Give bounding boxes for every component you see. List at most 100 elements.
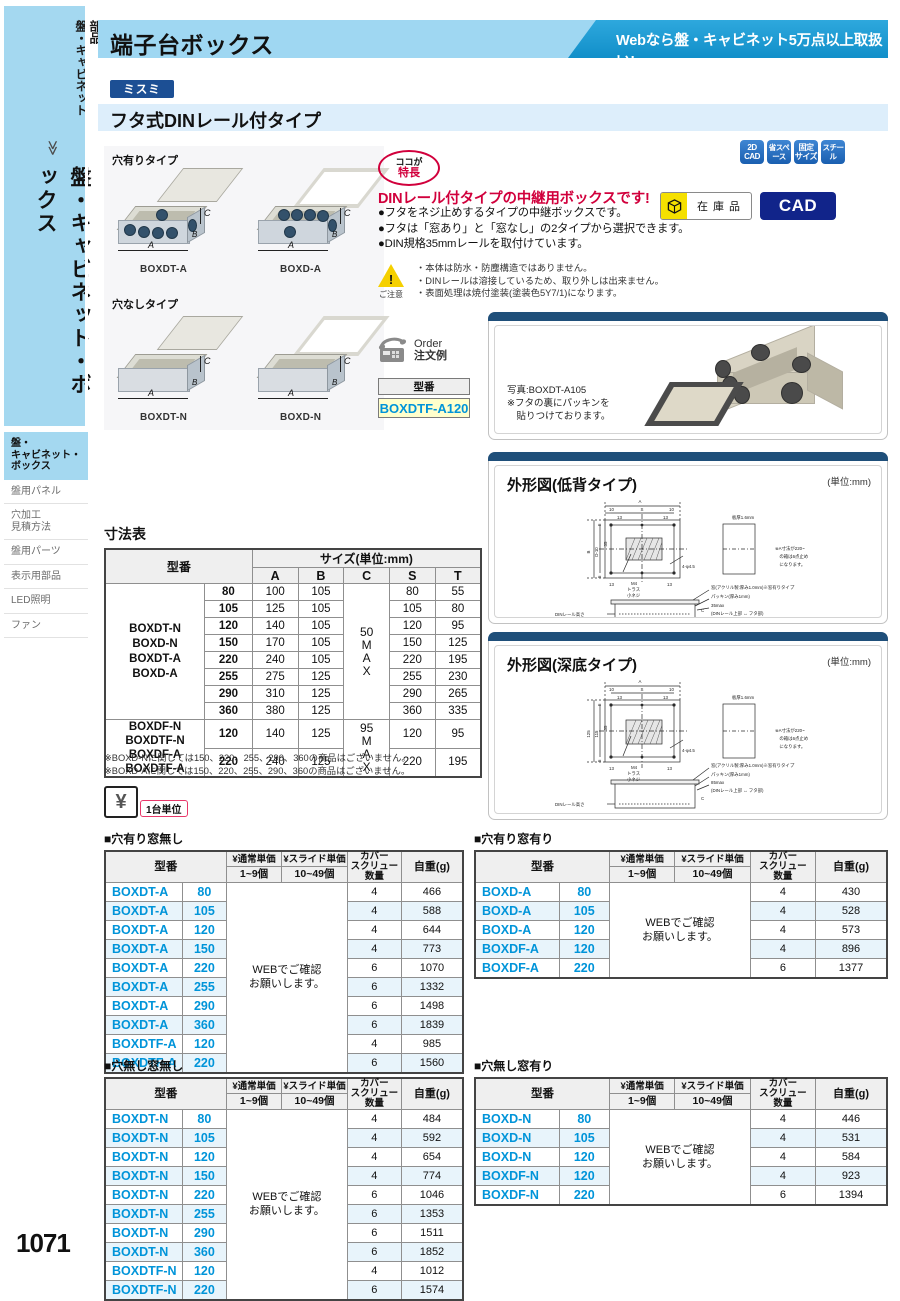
price-model: BOXDF-N [474,1166,560,1186]
dim-a-label-4: A [288,388,295,398]
svg-text:10: 10 [609,507,614,512]
svg-text:10: 10 [669,687,674,692]
yen-icon: ¥ [104,786,138,818]
dim-size: 120 [204,617,253,635]
order-label-jp: 注文例 [414,350,447,362]
svg-text:になります。: になります。 [775,743,805,750]
svg-text:M4: M4 [631,581,638,586]
dim-head-size: サイズ(単位:mm) [251,548,482,568]
price-size: 255 [181,977,227,997]
price-model: BOXDT-N [104,1147,183,1167]
cube-icon-svg [667,198,681,214]
price-size: 220 [558,1185,611,1205]
price-screw: 4 [346,901,402,921]
drawing-1-title: 外形図(低背タイプ) [507,477,637,494]
sidebar-item-5[interactable]: LED照明 [4,589,88,614]
sidebar-item-4[interactable]: 表示用部品 [4,565,88,589]
dim-b: 105 [297,600,345,618]
dim-t: 95 [434,617,482,635]
price-model: BOXDF-A [474,939,560,959]
price-model: BOXDT-A [104,958,183,978]
price-weight: 774 [400,1166,464,1186]
price-weight: 923 [815,1166,888,1186]
price-screw: 6 [346,977,402,997]
svg-text:窓(アクリル製:厚み1.0mm)※窓有りタイプ: 窓(アクリル製:厚み1.0mm)※窓有りタイプ [711,584,795,591]
ph-model: 型番 [104,850,227,883]
price-size: 220 [181,1280,227,1300]
dim-size: 290 [204,685,253,703]
ph-normal-sub: 1~9個 [609,1093,676,1110]
dim-a-label: A [148,240,155,250]
photo-caption-line1: 写真:BOXDT-A105 [507,385,587,396]
svg-text:トラス: トラス [627,587,640,593]
sidebar-item-1[interactable]: 盤用パネル [4,480,88,504]
dim-a: 125 [251,600,299,618]
price-weight: 1839 [400,1015,464,1035]
price-size: 120 [181,1034,227,1054]
dim-s: 120 [388,719,436,749]
svg-text:A: A [639,679,642,684]
svg-text:になります。: になります。 [775,561,805,568]
dim-b: 105 [297,617,345,635]
sidebar-item-6[interactable]: ファン [4,614,88,638]
caution-list: ・本体は防水・防塵構造ではありません。・DINレールは溶接しているため、取り外し… [416,262,716,300]
caution-label: ご注意 [379,290,403,299]
svg-text:DINレール高さ: DINレール高さ [555,611,585,618]
dim-note-0: ※BOXD-Nに関しては150、220、255、290、360の商品はございませ… [104,753,411,763]
svg-text:※A寸法が220~: ※A寸法が220~ [775,545,805,552]
dim-b: 125 [297,747,345,778]
dim-t: 195 [434,651,482,669]
svg-text:85max: 85max [711,780,725,785]
price-model: BOXDTF-A [104,1034,183,1054]
dim-s: 220 [388,747,436,778]
dim-b: 105 [297,634,345,652]
sidebar-item-0[interactable]: 盤・ キャビネット・ ボックス [4,432,88,480]
price-model: BOXDF-A [474,958,560,978]
svg-text:M4: M4 [631,765,638,770]
dim-b: 125 [297,702,345,720]
caution-item-2: ・表面処理は焼付塗装(塗装色5Y7/1)になります。 [416,288,623,298]
price-size: 150 [181,939,227,959]
order-label-en: Order [414,338,443,350]
dim-s: 220 [388,651,436,669]
feature-bullets: ●フタをネジ止めするタイプの中継ボックスです。●フタは「窓あり」と「窓なし」の2… [378,206,698,253]
price-size: 105 [181,901,227,921]
sidebar-item-2[interactable]: 穴加工 見積方法 [4,504,88,540]
sidebar-item-3[interactable]: 盤用パーツ [4,540,88,565]
price-weight: 1560 [400,1053,464,1073]
price-weight: 1511 [400,1223,464,1243]
ph-screw: カバースクリュー数量 [749,850,817,883]
dim-b: 125 [297,685,345,703]
ph-slide: ¥スライド単価 [674,1077,751,1095]
ph-slide-sub: 10~49個 [281,1093,348,1110]
drawing-panel-low-profile: 外形図(低背タイプ) (単位:mm) [488,452,888,624]
dim-size: 220 [204,651,253,669]
ph-model: 型番 [104,1077,227,1110]
price-model: BOXDT-A [104,996,183,1016]
price-table-2-title: 穴無し窓無し [111,1059,184,1073]
price-weight: 466 [400,882,464,902]
price-screw: 4 [749,882,817,902]
price-model: BOXDF-N [474,1185,560,1205]
svg-text:13: 13 [663,515,668,520]
price-model: BOXDT-N [104,1128,183,1148]
dim-s: 105 [388,600,436,618]
svg-text:板厚1.6mm: 板厚1.6mm [732,694,755,701]
price-screw: 6 [749,958,817,978]
drawing-2-title: 外形図(深底タイプ) [507,657,637,674]
price-model: BOXD-A [474,882,560,902]
ph-slide-sub: 10~49個 [674,866,751,883]
ph-normal-sub: 1~9個 [609,866,676,883]
price-model: BOXD-A [474,901,560,921]
dim-note-1: ※BOXD-Aに関しては150、220、255、290、360の商品はございませ… [104,765,411,776]
